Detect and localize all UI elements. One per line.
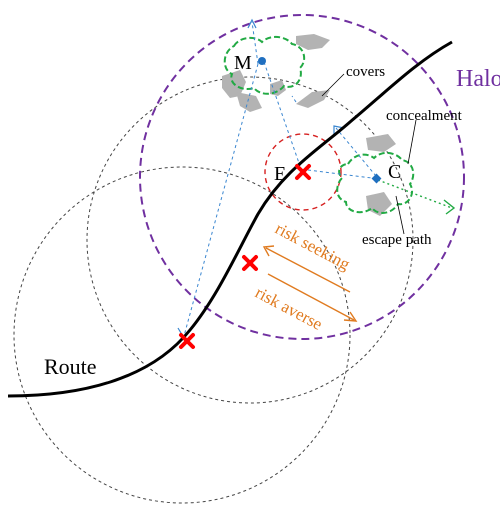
escape-path-line <box>377 179 453 209</box>
enemy-circle <box>264 133 342 211</box>
sight-lines <box>183 21 377 337</box>
sight-line-E-to-C <box>307 169 373 179</box>
arrowhead-cover <box>333 125 345 136</box>
concealment-label: concealment <box>386 108 463 124</box>
cover-shape <box>366 192 392 216</box>
range-circles <box>13 76 414 504</box>
cover-shape <box>296 90 330 108</box>
red-x-marker-low <box>179 333 195 349</box>
covers-label: covers <box>346 64 385 80</box>
halo-circle <box>139 14 465 340</box>
sight-line-M-up <box>251 21 259 65</box>
risk-seeking-arrow <box>265 247 351 293</box>
risk-averse-arrowhead <box>343 311 358 322</box>
red-x-marker-mid <box>242 255 258 271</box>
concealment-leader <box>407 119 417 165</box>
escape-path-arrowhead <box>443 199 456 215</box>
risk-arrows <box>262 245 358 322</box>
escape-path <box>377 179 456 215</box>
route-markers <box>179 164 311 349</box>
sight-line-M-to-route <box>183 63 259 337</box>
red-x-marker-E <box>295 164 311 180</box>
risk-seeking-arrowhead <box>262 245 275 257</box>
risk-averse-arrow <box>267 273 355 321</box>
risk-averse-label: risk averse <box>252 283 326 334</box>
escape-path-label: escape path <box>362 232 432 248</box>
covers-leader <box>321 73 345 97</box>
cover-shape <box>366 134 396 152</box>
range-circle-upper <box>86 76 414 404</box>
concealment-zone-M <box>223 36 306 95</box>
sight-line-C-to-cover <box>335 127 377 177</box>
sight-line-M-to-E <box>263 61 301 167</box>
point-C <box>371 173 382 184</box>
risk-seeking-label: risk seeking <box>272 219 353 274</box>
cover-shape <box>296 34 330 50</box>
M-label: M <box>234 52 252 74</box>
route-label: Route <box>44 354 97 379</box>
sight-line-cover-left <box>291 95 297 103</box>
E-label: E <box>274 163 286 185</box>
cover-shape <box>236 92 262 112</box>
halo-label: Halo <box>456 66 500 92</box>
escape-path-leader <box>395 195 405 235</box>
C-label: C <box>388 161 401 183</box>
leader-lines <box>321 73 417 235</box>
point-M <box>258 57 266 65</box>
route-line <box>7 40 453 398</box>
range-circle-lower <box>13 166 351 504</box>
arrowhead-up <box>247 18 257 29</box>
